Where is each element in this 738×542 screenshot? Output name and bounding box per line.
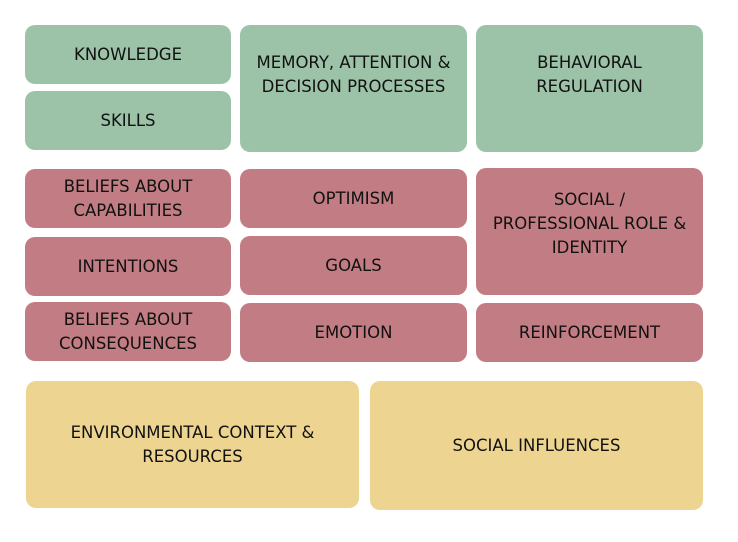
domain-behavioral-regulation: BEHAVIORAL REGULATION: [476, 25, 703, 152]
domain-environmental-context: ENVIRONMENTAL CONTEXT & RESOURCES: [26, 381, 359, 508]
domain-beliefs-consequences: BELIEFS ABOUT CONSEQUENCES: [25, 302, 231, 361]
domain-beliefs-capabilities: BELIEFS ABOUT CAPABILITIES: [25, 169, 231, 228]
domain-social-professional-role: SOCIAL / PROFESSIONAL ROLE & IDENTITY: [476, 168, 703, 295]
domain-optimism: OPTIMISM: [240, 169, 467, 228]
domain-knowledge: KNOWLEDGE: [25, 25, 231, 84]
domain-intentions: INTENTIONS: [25, 237, 231, 296]
domain-reinforcement: REINFORCEMENT: [476, 303, 703, 362]
domain-goals: GOALS: [240, 236, 467, 295]
domain-memory-attention: MEMORY, ATTENTION & DECISION PROCESSES: [240, 25, 467, 152]
domain-social-influences: SOCIAL INFLUENCES: [370, 381, 703, 510]
domain-emotion: EMOTION: [240, 303, 467, 362]
domain-skills: SKILLS: [25, 91, 231, 150]
